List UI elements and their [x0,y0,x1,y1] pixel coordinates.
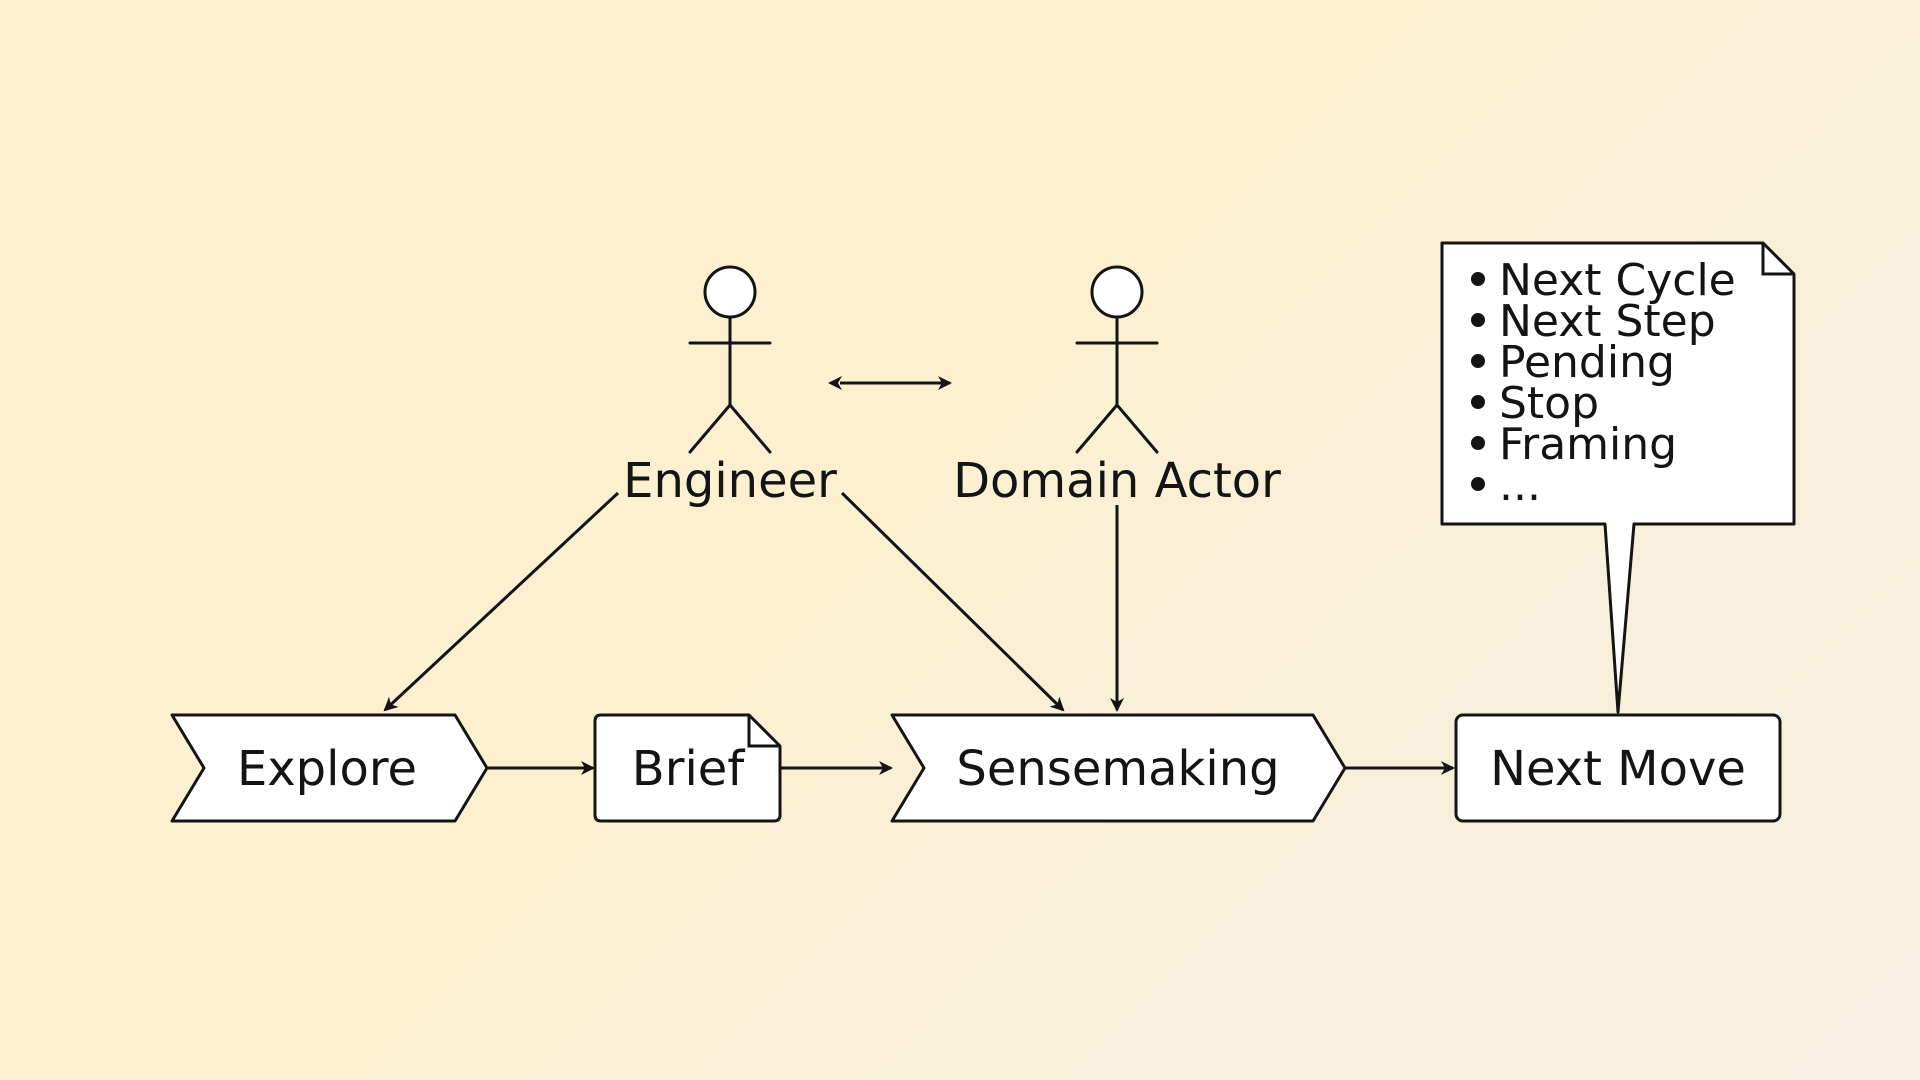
engineer-actor: Engineer [623,265,837,509]
note-item: Next Cycle [1499,255,1736,306]
note-item: Pending [1499,337,1675,388]
engineer-stick-figure-icon [688,265,772,454]
bullet-icon [1471,477,1485,491]
engineer-label: Engineer [623,453,837,509]
bullet-icon [1471,395,1485,409]
note-item: Next Step [1499,296,1716,347]
explore-step: Explore [170,713,489,823]
note-item: ... [1499,460,1541,511]
engineer-to-explore-arrow [383,491,620,712]
document-fold-icon [747,715,780,748]
domain-actor: Domain Actor [953,265,1281,509]
sensemaking-label: Sensemaking [956,741,1279,797]
bullet-icon [1471,436,1485,450]
brief-document: Brief [593,713,782,823]
bullet-icon [1471,354,1485,368]
engineer-to-sensemaking-arrow [840,491,1065,712]
domain-actor-stick-figure-icon [1075,265,1159,454]
domain-actor-label: Domain Actor [953,453,1281,509]
bullet-icon [1471,272,1485,286]
bullet-icon [1471,313,1485,327]
note-item: Framing [1499,419,1677,470]
explore-label: Explore [237,741,417,797]
note-item: Stop [1499,378,1599,429]
next-move-step: Next Move [1454,713,1782,823]
sensemaking-step: Sensemaking [890,713,1347,823]
note-fold-icon [1761,243,1794,276]
brief-label: Brief [632,741,746,797]
next-move-label: Next Move [1490,741,1746,797]
